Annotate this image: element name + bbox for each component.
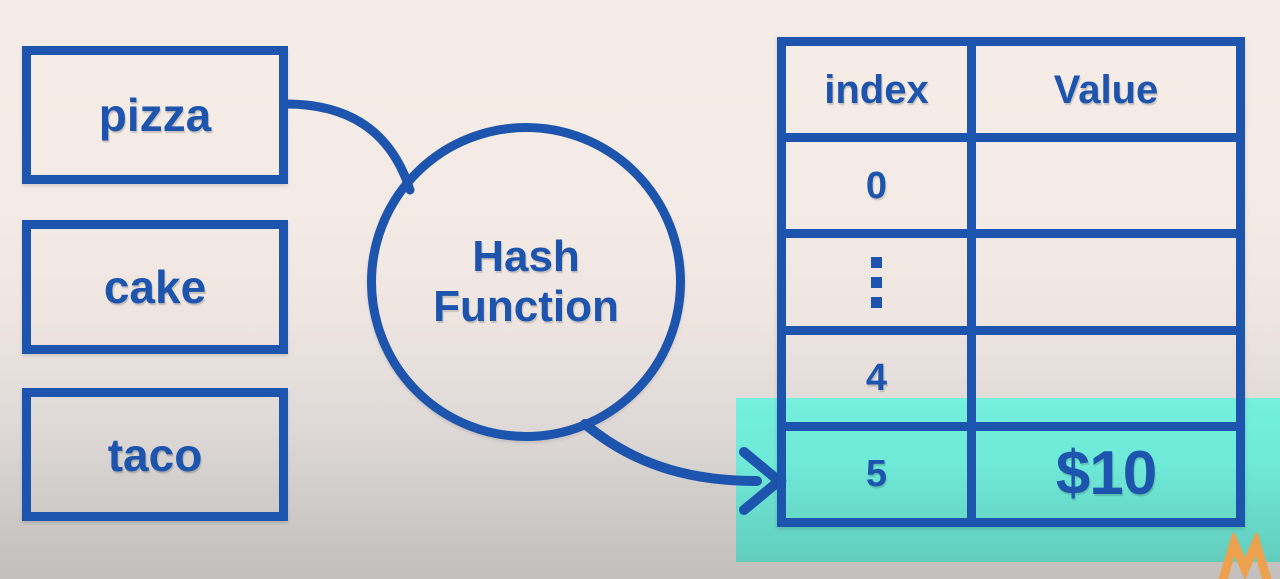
watermark-logo-icon (1218, 533, 1272, 579)
table-row[interactable] (786, 238, 1236, 335)
table-header-row: index Value (786, 46, 1236, 143)
hash-function-line-1: Hash (472, 231, 580, 281)
cell-value-label: $10 (1055, 439, 1157, 509)
hash-table: index Value 0 4 (777, 37, 1245, 527)
header-cell-value: Value (976, 46, 1236, 133)
table-row-highlighted[interactable]: 5 $10 (786, 430, 1236, 519)
cell-value (976, 335, 1236, 422)
table-row[interactable]: 4 (786, 334, 1236, 431)
table-row[interactable]: 0 (786, 142, 1236, 239)
key-box-taco[interactable]: taco (22, 388, 288, 521)
cell-index: 4 (786, 334, 976, 422)
hash-function-line-2: Function (433, 282, 619, 331)
header-cell-index: index (786, 46, 976, 134)
key-label: cake (103, 261, 207, 313)
vertical-ellipsis-icon (871, 256, 882, 308)
cell-value (976, 238, 1236, 325)
cell-index-label: 4 (865, 357, 888, 400)
connector-hash-to-row5 (580, 419, 762, 486)
cell-index: 5 (786, 430, 976, 519)
hash-function-circle[interactable]: Hash Function (367, 123, 685, 441)
header-label-value: Value (1053, 67, 1159, 112)
key-box-cake[interactable]: cake (22, 220, 288, 354)
key-label: taco (107, 428, 203, 481)
cell-index-label: 5 (865, 453, 888, 496)
cell-value (976, 142, 1236, 229)
cell-value: $10 (976, 431, 1236, 518)
cell-index (786, 238, 976, 326)
connector-pizza-to-hash (281, 99, 415, 195)
cell-index: 0 (786, 142, 976, 230)
cell-index-label: 0 (865, 164, 888, 207)
key-label: pizza (98, 89, 212, 141)
header-label-index: index (824, 67, 929, 112)
key-box-pizza[interactable]: pizza (22, 46, 288, 184)
